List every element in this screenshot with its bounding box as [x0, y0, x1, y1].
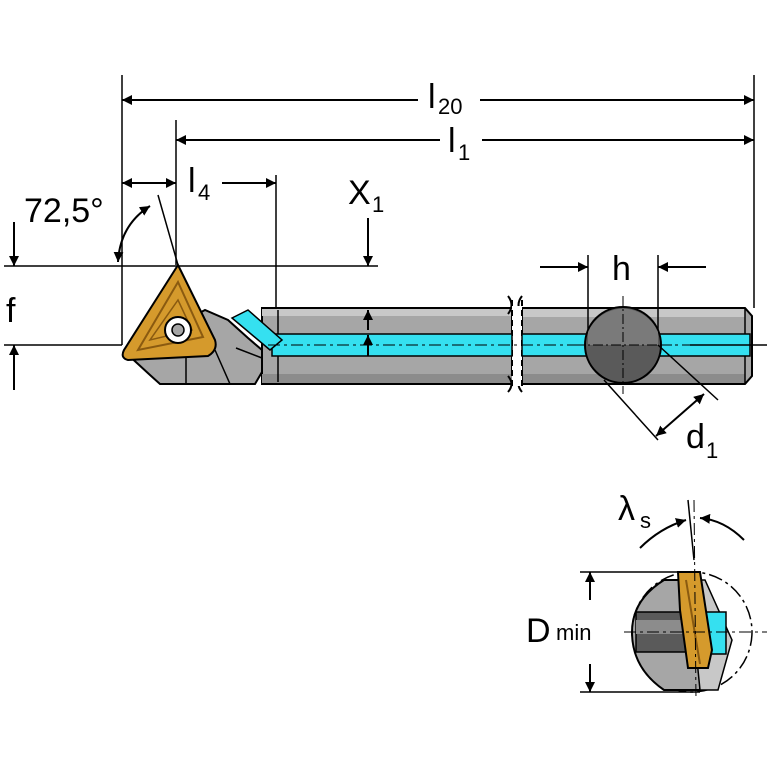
- label-l20-main: l: [428, 78, 436, 116]
- label-l4-sub: 4: [198, 180, 210, 205]
- end-view: [580, 499, 767, 701]
- label-x1-sub: 1: [372, 192, 384, 217]
- extension-lines: [4, 75, 767, 346]
- label-l1-sub: 1: [458, 140, 470, 165]
- boring-bar-side-view: [121, 262, 753, 394]
- label-l4-main: l: [188, 162, 196, 200]
- label-f: f: [6, 292, 16, 330]
- label-dmin-main: D: [526, 612, 551, 650]
- label-l1-main: l: [448, 122, 456, 160]
- label-h: h: [612, 250, 631, 288]
- label-approach-angle: 72,5°: [24, 192, 104, 230]
- label-lambda-s-main: λ: [618, 490, 635, 528]
- label-lambda-s-sub: s: [640, 508, 651, 533]
- dimension-angle: [113, 205, 151, 263]
- label-dmin-sub: min: [556, 620, 591, 645]
- shank-section-circle: [575, 296, 672, 394]
- label-d1-sub: 1: [706, 438, 718, 463]
- dimension-lambda-s: [639, 513, 745, 549]
- label-d1-main: d: [686, 418, 705, 456]
- label-x1-main: X: [348, 174, 371, 212]
- dimension-d1: [603, 344, 719, 441]
- label-l20-sub: 20: [438, 94, 462, 119]
- cutting-insert: [121, 262, 217, 362]
